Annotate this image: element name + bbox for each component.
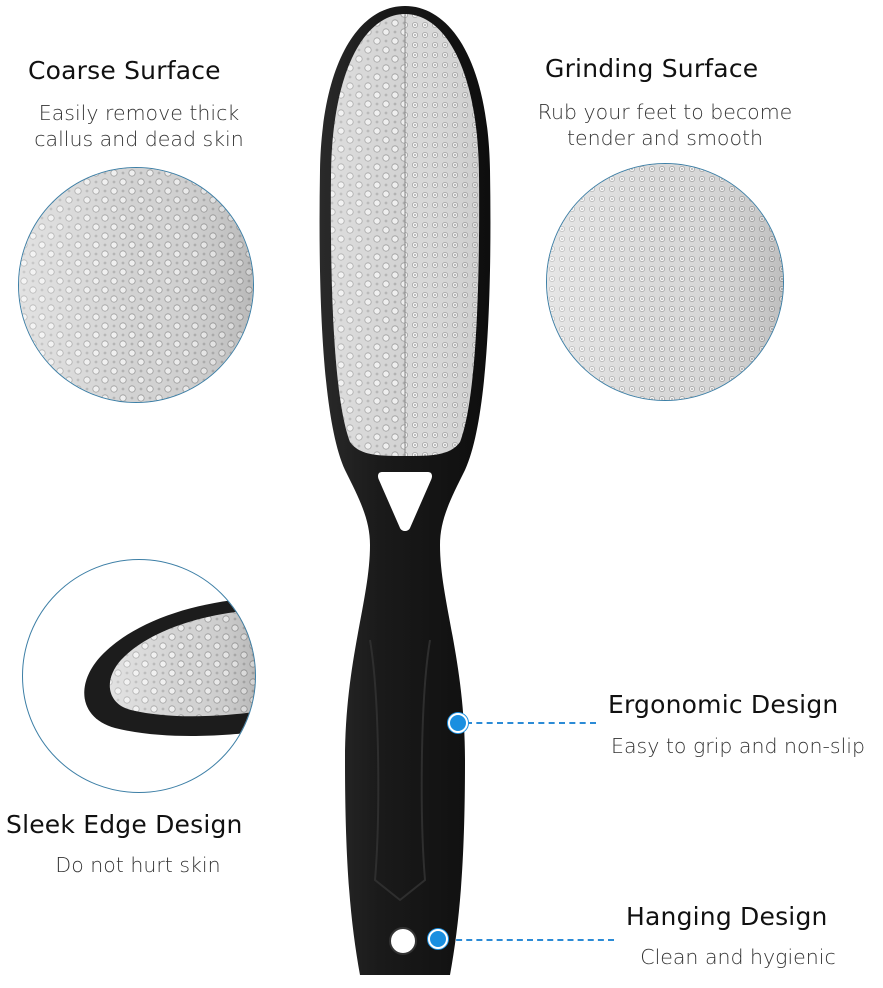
- ergonomic-callout-dot: [448, 713, 468, 733]
- coarse-surface-desc-line1: Easily remove thick: [38, 101, 240, 125]
- foot-file-product: [300, 0, 510, 988]
- hanging-callout-dot: [428, 929, 448, 949]
- sleek-edge-closeup: [22, 559, 256, 793]
- triangle-opening: [378, 472, 432, 531]
- ergonomic-design-desc: Easy to grip and non-slip: [611, 734, 865, 758]
- grinding-surface-desc-line1: Rub your feet to become: [537, 100, 793, 124]
- grinding-surface-closeup: [546, 163, 784, 401]
- hanging-design-desc: Clean and hygienic: [640, 945, 836, 969]
- coarse-surface-closeup: [18, 167, 254, 403]
- sleek-edge-desc: Do not hurt skin: [55, 853, 221, 877]
- hanging-design-title: Hanging Design: [626, 902, 828, 931]
- grinding-surface-title: Grinding Surface: [545, 54, 759, 83]
- grinding-surface-desc-line2: tender and smooth: [566, 126, 764, 150]
- coarse-surface-title: Coarse Surface: [28, 56, 221, 85]
- hanging-hole-icon: [389, 927, 417, 955]
- ergonomic-design-title: Ergonomic Design: [608, 690, 839, 719]
- sleek-edge-title: Sleek Edge Design: [6, 810, 243, 839]
- grinding-surface-desc: Rub your feet to become tender and smoot…: [522, 99, 808, 151]
- coarse-surface-desc-line2: callus and dead skin: [34, 127, 244, 151]
- metal-plate: [330, 14, 480, 456]
- hanging-callout-line: [446, 939, 614, 941]
- ergonomic-callout-line: [466, 722, 596, 724]
- coarse-surface-desc: Easily remove thick callus and dead skin: [24, 100, 254, 152]
